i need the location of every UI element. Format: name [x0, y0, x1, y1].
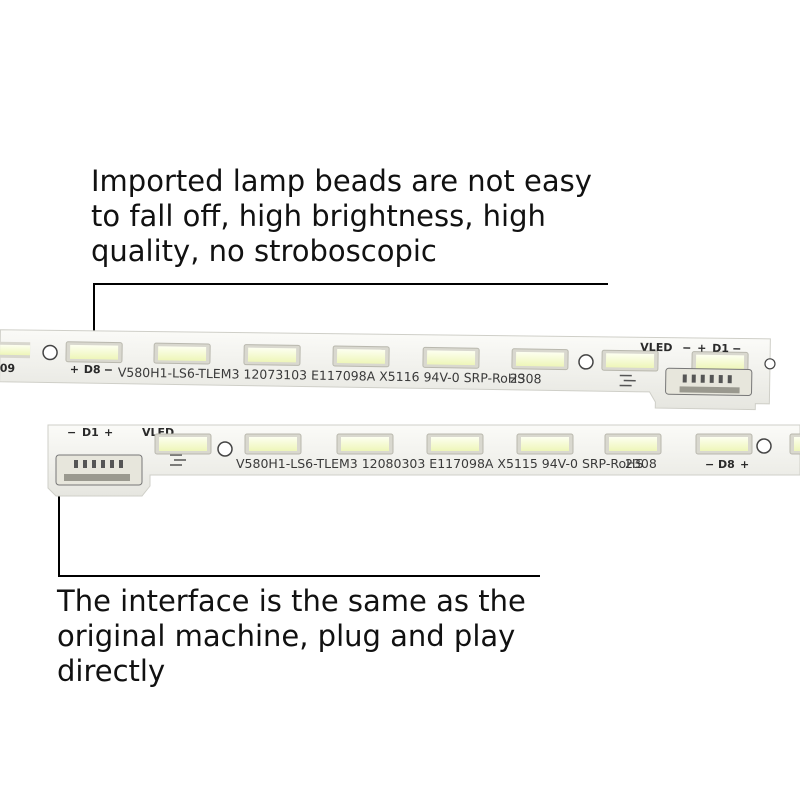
led-bead [336, 433, 394, 455]
strip-bottom-plus-d8: + [740, 458, 749, 471]
leader-line-top-horizontal [93, 283, 608, 285]
strip-top-plus-label: + [70, 363, 79, 376]
callout-lamp-beads: Imported lamp beads are not easy to fall… [91, 164, 611, 269]
mounting-hole [42, 344, 58, 361]
mounting-hole [578, 354, 594, 370]
strip-bottom-connector [55, 454, 143, 486]
mounting-hole [217, 441, 233, 457]
led-bead [65, 341, 123, 364]
strip-bottom-minus-d1: − [67, 426, 76, 439]
callout-interface: The interface is the same as the origina… [57, 584, 577, 689]
callout-line: directly [57, 654, 166, 688]
callout-line: original machine, plug and play [57, 619, 516, 653]
strip-top-vled-label: VLED [640, 341, 672, 355]
strip-top-d8-label: D8 [84, 363, 101, 376]
led-strip-bottom: − D1 + VLED V580H1-LS6-TLEM3 12080303 E1… [47, 424, 800, 497]
led-strip-top: 09 + D8 − V580H1-LS6-TLEM3 12073103 E117… [0, 329, 776, 411]
strip-top-minus-label: − [104, 363, 113, 376]
strip-top-model-text: V580H1-LS6-TLEM3 12073103 E117098A X5116… [118, 365, 526, 386]
leader-line-top-vertical [93, 283, 95, 355]
strip-bottom-date-code: 2308 [625, 456, 657, 471]
callout-line: quality, no stroboscopic [91, 234, 437, 268]
led-bead [154, 433, 212, 455]
strip-bottom-leds [154, 433, 800, 455]
led-bead [601, 349, 659, 372]
led-bead [153, 342, 211, 365]
strip-top-connector [665, 367, 753, 396]
strip-top-edge-label: 09 [0, 362, 15, 375]
callout-line: to fall off, high brightness, high [91, 199, 546, 233]
led-bead [695, 433, 753, 455]
led-bead [243, 344, 301, 366]
led-bead [244, 433, 302, 455]
led-bead [426, 433, 484, 455]
led-bead [604, 433, 662, 455]
strip-top-d1-label: D1 [712, 342, 729, 355]
led-bead [511, 348, 569, 371]
strip-bottom-plus-d1: + [104, 426, 113, 439]
leader-line-bottom-vertical [58, 484, 60, 577]
strip-top-date-code: 2308 [510, 371, 542, 386]
callout-line: The interface is the same as the [57, 584, 526, 618]
strip-bottom-model-text: V580H1-LS6-TLEM3 12080303 E117098A X5115… [236, 456, 644, 471]
led-bead [332, 345, 390, 368]
strip-bottom-d1-label: D1 [82, 426, 99, 439]
strip-top-minus-d1: − [682, 341, 691, 354]
strip-bottom-d8-label: D8 [718, 458, 735, 471]
strip-top-leds [65, 341, 749, 373]
strip-bottom-minus-d8: − [705, 458, 714, 471]
callout-line: Imported lamp beads are not easy [91, 164, 592, 198]
strip-top-minus-d1-right: − [732, 342, 741, 355]
pcb-marks [170, 454, 186, 466]
led-bead [422, 346, 480, 369]
led-bead [516, 433, 574, 455]
leader-line-bottom-horizontal [58, 575, 540, 577]
led-bead [789, 433, 800, 455]
led-bead [691, 351, 749, 373]
strip-top-plus-d1: + [697, 342, 706, 355]
mounting-hole [756, 438, 772, 454]
pcb-marks [619, 374, 636, 387]
